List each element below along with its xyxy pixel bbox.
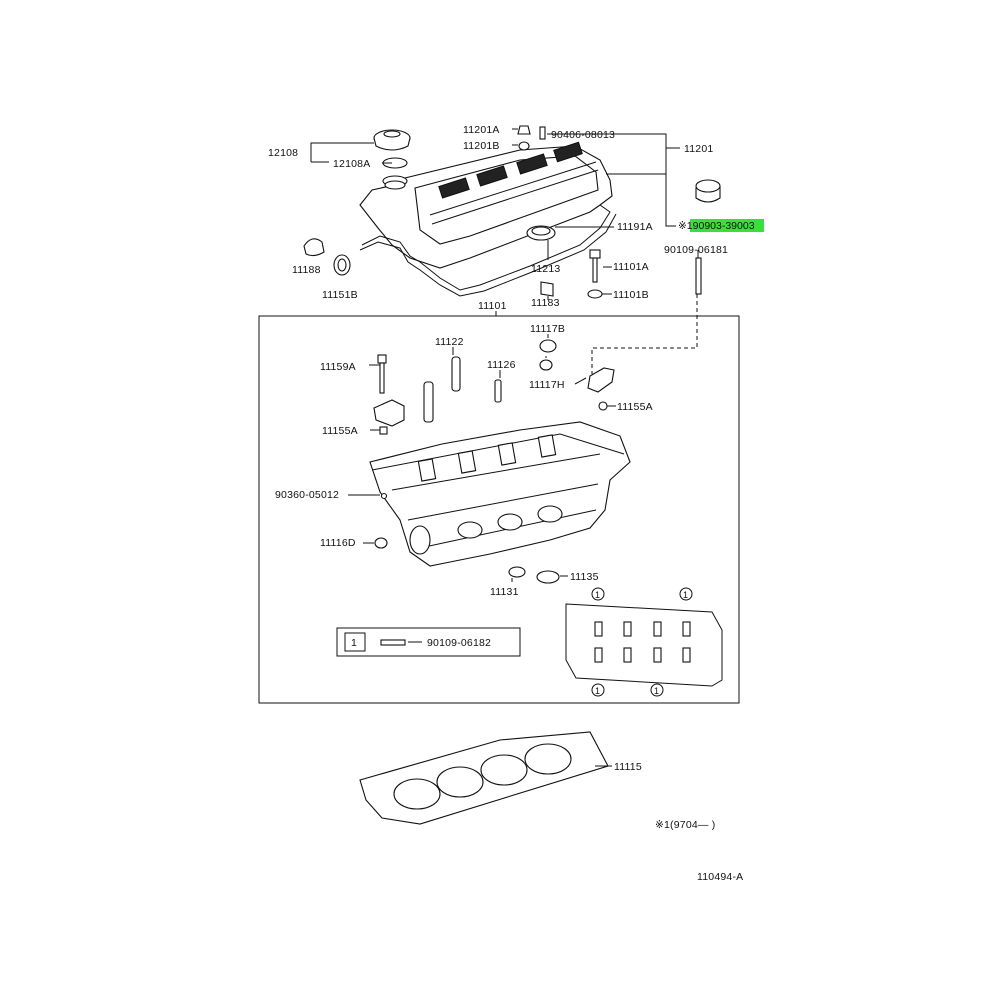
cylinder-head-part — [369, 421, 631, 567]
label-11159a: 11159A — [320, 361, 356, 373]
label-11101a: 11101A — [613, 261, 649, 273]
grommet-11101b-part — [587, 289, 603, 299]
part-11183 — [540, 281, 554, 297]
label-11126: 11126 — [487, 359, 516, 371]
head-assembly-frame — [258, 315, 740, 704]
bolt-slot — [682, 647, 691, 663]
bolt-slot — [623, 647, 632, 663]
footnote-text: ※1(9704— ) — [655, 819, 715, 831]
seal-11135-part — [536, 570, 560, 584]
valve-cover-part — [359, 141, 613, 269]
label-11155a-left: 11155A — [322, 425, 358, 437]
label-11135: 11135 — [570, 571, 599, 583]
plug-11188-part — [303, 238, 325, 257]
ring-11117h-part — [539, 359, 553, 371]
oil-filler-cap-part — [373, 129, 411, 151]
pattern-marker-br: 1 — [654, 686, 659, 696]
label-12108: 12108 — [268, 147, 298, 159]
label-11116d: 11116D — [320, 537, 356, 549]
bolt-slot — [594, 647, 603, 663]
label-11131: 11131 — [490, 586, 519, 598]
seal-11116d-part — [374, 537, 388, 549]
plug-90360-part — [380, 492, 388, 500]
stud-11101a-part — [589, 249, 601, 283]
label-11188: 11188 — [292, 264, 321, 276]
bolt-slot — [653, 621, 662, 637]
label-11115: 11115 — [614, 761, 642, 773]
label-11201a: 11201A — [463, 124, 500, 136]
bearing-cap-left-part — [373, 399, 405, 427]
stud-90109-06181-part — [695, 257, 702, 295]
label-11151b: 11151B — [322, 289, 358, 301]
callout-symbol-box: 1 — [351, 637, 357, 649]
callout-box — [336, 627, 521, 657]
washer-11201b-part — [518, 141, 530, 151]
label-90109-06181: 90109-06181 — [664, 244, 728, 256]
label-90360-05012: 90360-05012 — [275, 489, 339, 501]
highlight-marker — [690, 219, 764, 232]
seal-cap-90903-part — [695, 179, 721, 203]
pattern-marker-bl: 1 — [595, 686, 600, 696]
label-11213: 11213 — [531, 263, 560, 275]
label-11201b: 11201B — [463, 140, 500, 152]
label-11155a-right: 11155A — [617, 401, 653, 413]
label-11122: 11122 — [435, 336, 464, 348]
label-11101b: 11101B — [613, 289, 649, 301]
part-labels: 12108 12108A 11201A 11201B 90406-08013 1… — [268, 124, 764, 883]
bolt-slot — [623, 621, 632, 637]
bolt-11126-part — [494, 379, 502, 403]
label-11117b: 11117B — [530, 323, 565, 335]
nut-11201a-part — [517, 125, 531, 135]
label-90406-08013: 90406-08013 — [551, 129, 615, 141]
leader-lines — [310, 128, 699, 767]
label-90903-39003: ※190903-39003 — [678, 220, 755, 232]
bearing-cap-right-part — [587, 367, 615, 393]
bolt-11159a-part — [377, 354, 387, 394]
label-11183: 11183 — [531, 297, 560, 309]
label-11191a: 11191A — [617, 221, 653, 233]
seal-11117b-part — [539, 339, 557, 353]
head-gasket-part — [359, 731, 609, 825]
label-11117h: 11117H — [529, 379, 565, 391]
label-12108a: 12108A — [333, 158, 370, 170]
pattern-marker-tr: 1 — [683, 590, 688, 600]
pin-11122-part — [451, 356, 461, 392]
label-11201: 11201 — [684, 143, 713, 155]
pin-part — [423, 381, 434, 423]
bolt-slot — [682, 621, 691, 637]
guide-11131-part — [508, 566, 526, 578]
bolt-90406-part — [539, 126, 546, 140]
bolt-slot — [653, 647, 662, 663]
pattern-marker-tl: 1 — [595, 590, 600, 600]
bolt-pattern-view — [565, 587, 723, 697]
label-11101: 11101 — [478, 300, 507, 312]
diagram-id: 110494-A — [697, 871, 743, 883]
bolt-slot — [594, 621, 603, 637]
valve-cover-gasket-part — [359, 204, 617, 297]
label-90109-06182: 90109-06182 — [427, 637, 491, 649]
